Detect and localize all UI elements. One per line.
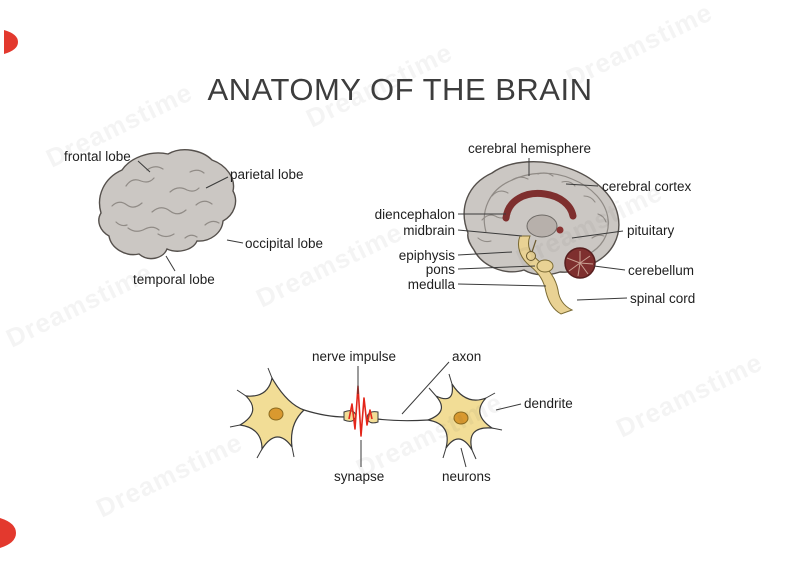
corpus-callosum [502,189,577,222]
dendrite-tips-left [229,367,295,459]
neuron-figure [229,361,522,468]
label-spinal-cord: spinal cord [630,291,696,306]
sagittal-cortex-band [483,172,609,256]
label-cerebral-cortex: cerebral cortex [602,179,692,194]
cerebellum-arbor-vitae [566,251,594,277]
label-epiphysis: epiphysis [398,248,455,263]
impulse-waveform [348,385,373,437]
label-medulla: medulla [407,277,455,292]
label-midbrain: midbrain [403,223,455,238]
lateral-brain-figure [98,149,244,272]
lateral-brain-gyri [111,166,220,239]
sagittal-brain-figure [457,158,628,315]
label-neurons: neurons [442,469,491,484]
label-nerve-impulse: nerve impulse [312,349,397,364]
label-diencephalon: diencephalon [374,207,455,222]
lateral-brain-outline [98,149,237,260]
epiphysis-shape [556,226,564,234]
pons-shape [536,259,554,273]
label-parietal-lobe: parietal lobe [230,167,304,182]
axon-line-right [376,418,429,422]
label-occipital-lobe: occipital lobe [245,236,324,251]
label-cerebellum: cerebellum [628,263,695,278]
neuron-leader-lines [357,361,522,468]
label-temporal-lobe: temporal lobe [133,272,215,287]
watermark-logo-fragment-top [4,30,18,59]
axon-line-left [303,409,346,418]
label-dendrite: dendrite [524,396,573,411]
watermark-logo-fragment-bottom [0,518,16,553]
label-synapse: synapse [334,469,385,484]
thalamus-shape [526,214,558,238]
pituitary-stalk [531,239,537,253]
label-pituitary: pituitary [627,223,675,238]
label-pons: pons [425,262,455,277]
label-frontal-lobe: frontal lobe [64,149,131,164]
nucleus-left [268,407,284,421]
nucleus-right [453,411,469,425]
lateral-brain-leader-lines [137,160,244,272]
sagittal-leader-lines [457,158,628,301]
page-title: ANATOMY OF THE BRAIN [207,72,593,107]
label-cerebral-hemisphere: cerebral hemisphere [468,141,592,156]
label-axon: axon [452,349,482,364]
pituitary-shape [526,251,536,261]
dendrite-tips-right [428,373,503,460]
